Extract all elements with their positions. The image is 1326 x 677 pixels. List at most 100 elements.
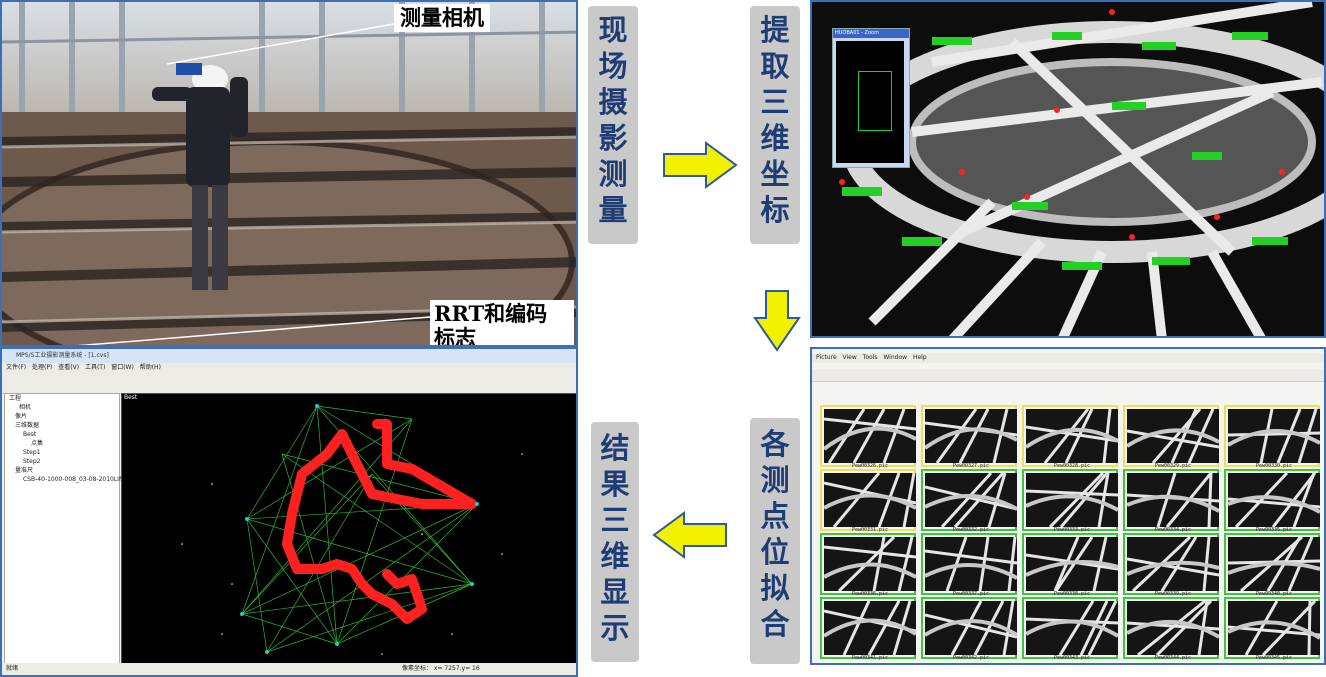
tree-item[interactable]: CSB-40-1000-008_03-08-2010LINE [23,476,128,483]
thumbnail-image [1127,537,1219,591]
thumbnail-image [1228,537,1320,591]
photo-thumbnail[interactable]: Pew00336.pic [820,533,916,597]
viewport-label: Best [124,394,138,401]
rrt-label-line2: 标志 [434,325,476,347]
step-char: 三 [760,85,790,119]
thumbnail-image [925,537,1017,591]
thumbnail-image [824,409,916,463]
step-char: 维 [760,121,790,155]
step-char: 测 [598,157,628,191]
tree-item[interactable]: 量准尺 [15,467,34,474]
tree-item[interactable]: Step1 [23,449,41,456]
thumbnail-image [925,473,1017,527]
step-char: 坐 [760,157,790,191]
photo-thumbnail[interactable]: Pew00345.pic [1224,597,1320,661]
thumbnail-image [1127,473,1219,527]
tree-item[interactable]: 点集 [31,440,44,447]
thumbnail-caption: Pew00326.pic [851,463,889,469]
tree-item[interactable]: 工程 [9,395,22,402]
step-char: 拟 [760,571,790,605]
thumbnail-caption: Pew00334.pic [1154,527,1192,533]
photo-thumbnail[interactable]: Pew00341.pic [820,597,916,661]
rrt-marker-label: RRT和编码 标志 [430,300,574,347]
project-tree[interactable]: 工程 相机 像片 三维数据 Best 点集 Step1 Step2 量准尺 CS… [4,393,128,667]
step-char: 测 [760,463,790,497]
thumbnail-caption: Pew00329.pic [1154,463,1192,469]
step-char: 标 [760,193,790,227]
tree-item[interactable]: Best [23,431,37,438]
thumbnail-image [1127,601,1219,655]
photo-thumbnail[interactable]: Pew00334.pic [1123,469,1219,533]
step-extract-coordinates: 提 取 三 维 坐 标 [750,6,800,244]
arrow-right-icon [663,141,738,189]
thumbnail-image [824,537,916,591]
thumbnail-caption: Pew00331.pic [851,527,889,533]
thumbnail-caption: Pew00344.pic [1154,655,1192,661]
thumbnail-caption: Pew00343.pic [1053,655,1091,661]
step-char: 影 [598,121,628,155]
zoom-window[interactable]: HUOBA01 - Zoom [832,28,910,168]
step-char: 取 [760,49,790,83]
3d-viewport[interactable]: Best [121,393,576,667]
step-char: 合 [760,607,790,641]
thumbnail-caption: Pew00336.pic [851,591,889,597]
photo-thumbnail[interactable]: Pew00331.pic [820,469,916,533]
thumbnail-caption: Pew00335.pic [1255,527,1293,533]
status-coordinates: 像素坐标： x= 7257,y= 16 [402,665,480,672]
thumbnail-caption: Pew00337.pic [952,591,990,597]
photo-thumbnail[interactable]: Pew00326.pic [820,405,916,469]
step-char: 现 [598,13,628,47]
thumbnail-image [1026,537,1118,591]
step-char: 量 [598,193,628,227]
photo-thumbnail[interactable]: Pew00327.pic [921,405,1017,469]
tree-item[interactable]: 像片 [15,413,28,420]
photo-thumbnail[interactable]: Pew00339.pic [1123,533,1219,597]
thumbnail-image [824,473,916,527]
photo-thumbnail[interactable]: Pew00337.pic [921,533,1017,597]
photo-thumbnail[interactable]: Pew00328.pic [1022,405,1118,469]
thumbnail-caption: Pew00345.pic [1255,655,1293,661]
thumbnail-image [1228,601,1320,655]
tree-item[interactable]: 三维数据 [15,422,40,429]
status-bar: 就绪 像素坐标： x= 7257,y= 16 [2,663,576,675]
thumbnail-image [1228,473,1320,527]
step-char: 显 [600,575,630,609]
step-char: 三 [600,503,630,537]
photo-thumbnail[interactable]: Pew00330.pic [1224,405,1320,469]
arrow-left-icon [652,511,727,559]
tree-item[interactable]: Step2 [23,458,41,465]
thumbnail-caption: Pew00332.pic [952,527,990,533]
thumbnail-image [1026,409,1118,463]
photo-thumbnail[interactable]: Pew00340.pic [1224,533,1320,597]
photo-thumbnail[interactable]: Pew00329.pic [1123,405,1219,469]
thumbnail-image [925,601,1017,655]
fit-app-toolbar [812,369,1324,382]
photo-thumbnail[interactable]: Pew00333.pic [1022,469,1118,533]
thumbnail-caption: Pew00330.pic [1255,463,1293,469]
tree-item[interactable]: 相机 [19,404,32,411]
photo-thumbnail[interactable]: Pew00343.pic [1022,597,1118,661]
step-char: 提 [760,13,790,47]
photo-thumbnail[interactable]: Pew00335.pic [1224,469,1320,533]
status-text: 就绪 [6,665,19,672]
thumbnail-image [925,409,1017,463]
zoom-viewport [836,41,904,163]
photo-thumbnail[interactable]: Pew00344.pic [1123,597,1219,661]
thumbnail-image [1228,409,1320,463]
thumbnail-caption: Pew00327.pic [952,463,990,469]
zoom-window-title: HUOBA01 - Zoom [833,29,909,38]
thumbnail-caption: Pew00341.pic [851,655,889,661]
thumbnail-image [824,601,916,655]
camera-label: 测量相机 [394,4,490,32]
software-menu[interactable]: 文件(F) 处理(P) 查看(V) 工具(T) 窗口(W) 帮助(H) [2,363,576,373]
thumbnail-caption: Pew00333.pic [1053,527,1091,533]
photo-thumbnail[interactable]: Pew00332.pic [921,469,1017,533]
photo-thumbnail[interactable]: Pew00342.pic [921,597,1017,661]
fit-app-menu[interactable]: Picture View Tools Window Help [812,353,1324,363]
thumbnail-caption: Pew00328.pic [1053,463,1091,469]
photo-thumbnail[interactable]: Pew00338.pic [1022,533,1118,597]
thumbnail-image [1026,473,1118,527]
software-title: MPS/S工业摄影测量系统 - [1.cvs] [2,349,576,363]
step-char: 维 [600,539,630,573]
point-fitting-panel: Picture View Tools Window Help Pew00326.… [810,347,1326,665]
